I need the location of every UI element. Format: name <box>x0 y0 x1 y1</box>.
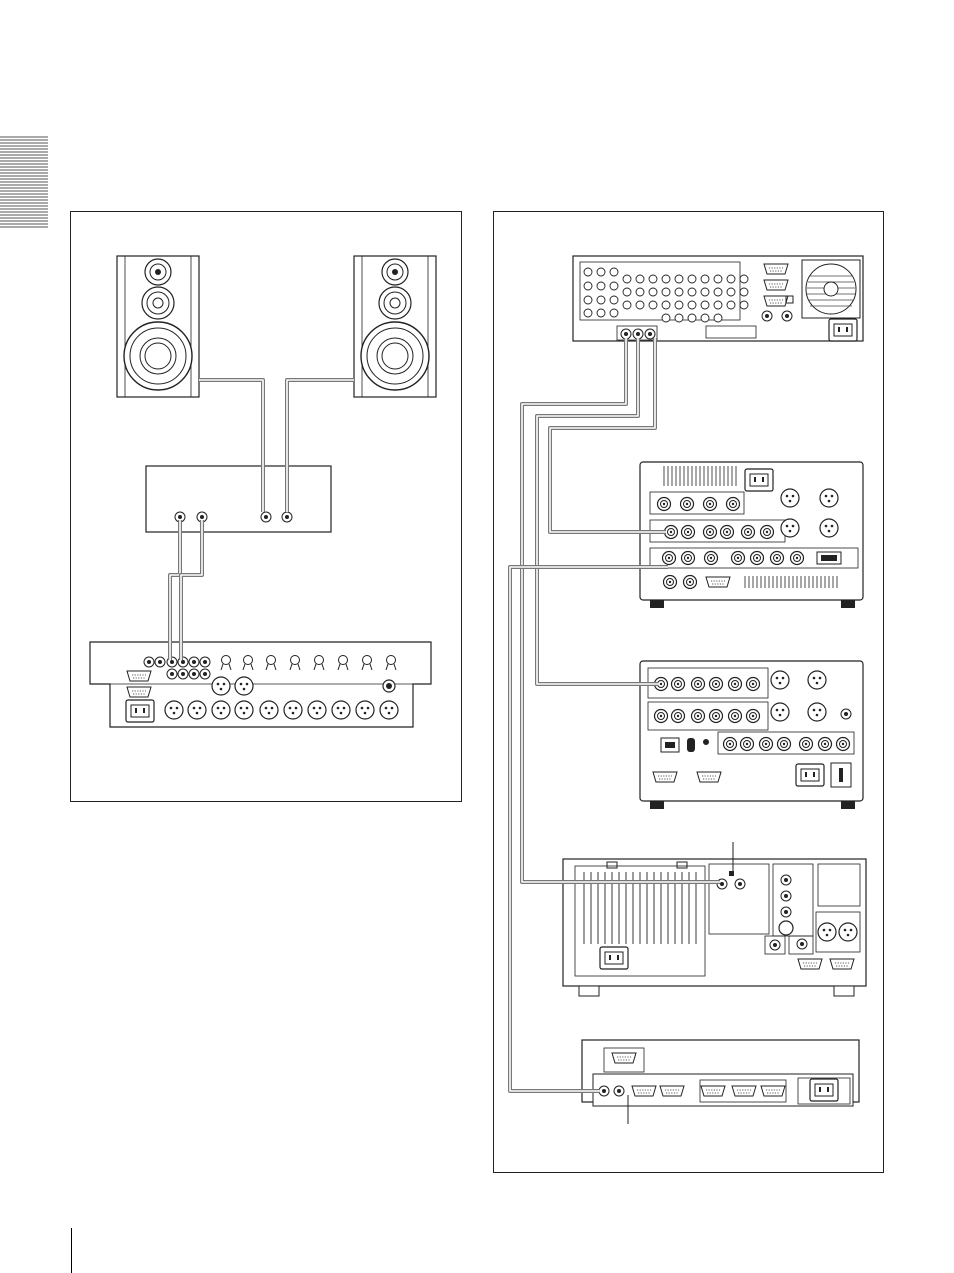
switcher <box>573 256 863 341</box>
vtr-1 <box>640 462 863 608</box>
mixer-amplifier-cables <box>170 520 202 660</box>
monitor <box>563 859 866 996</box>
sync-generator <box>582 1040 859 1124</box>
speaker-right <box>354 256 436 397</box>
vtr-2 <box>640 661 863 809</box>
speaker-left <box>117 256 199 397</box>
audio-mixer <box>90 642 431 727</box>
page-footer-rule <box>71 1228 72 1273</box>
power-amplifier <box>146 466 331 532</box>
